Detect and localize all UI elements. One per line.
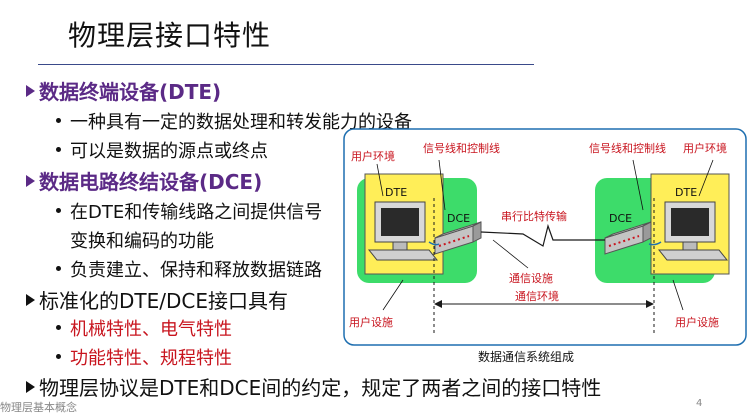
label-dte-right: DTE (675, 186, 698, 199)
item-standard-bullet-2: 功能特性、规程特性 (56, 344, 232, 370)
label-signal-right: 信号线和控制线 (589, 142, 666, 155)
label-dte-left: DTE (385, 186, 408, 199)
label-serial-transmission: 串行比特传输 (501, 210, 567, 223)
item-dte-heading: 数据终端设备(DTE) (26, 76, 221, 105)
item-dce-heading: 数据电路终结设备(DCE) (26, 166, 262, 195)
label-user-facility-right: 用户设施 (675, 316, 719, 329)
item-standard-heading: 标准化的DTE/DCE接口具有 (26, 285, 288, 314)
bullet-text: 在DTE和传输线路之间提供信号 (70, 202, 323, 223)
bullet-text: 变换和编码的功能 (70, 231, 214, 252)
diagram-graphic (343, 128, 747, 346)
label-user-env-left: 用户环境 (351, 150, 395, 163)
arrow-bullet-icon (26, 381, 35, 393)
arrow-bullet-icon (26, 85, 35, 97)
item-dte-bullet-2: 可以是数据的源点或终点 (56, 137, 268, 163)
page-number: 4 (696, 398, 703, 409)
title-underline (38, 64, 534, 65)
heading-text: 标准化的DTE/DCE接口具有 (39, 289, 288, 313)
diagram-caption: 数据通信系统组成 (478, 350, 575, 364)
heading-text: 数据终端设备(DTE) (39, 80, 222, 104)
slide-title: 物理层接口特性 (68, 19, 272, 52)
arrow-bullet-icon (26, 175, 35, 187)
bullet-text: 可以是数据的源点或终点 (70, 141, 268, 162)
label-dce-left: DCE (447, 212, 471, 225)
bullet-text: 功能特性、规程特性 (70, 348, 232, 369)
item-dte-bullet-1: 一种具有一定的数据处理和转发能力的设备 (56, 108, 412, 134)
dot-bullet-icon (56, 208, 61, 213)
left-computer-icon (367, 201, 439, 261)
footer-section-title: 物理层基本概念 (0, 401, 77, 414)
transmission-line (480, 223, 605, 247)
label-user-env-right: 用户环境 (683, 142, 727, 155)
item-dce-bullet-1: 在DTE和传输线路之间提供信号 (56, 198, 322, 224)
label-user-facility-left: 用户设施 (349, 316, 393, 329)
data-communication-diagram: 用户环境 信号线和控制线 信号线和控制线 用户环境 DTE DTE DCE DC… (343, 128, 747, 366)
bullet-text: 机械特性、电气特性 (70, 319, 232, 340)
item-dce-bullet-2: 负责建立、保持和释放数据链路 (56, 256, 322, 282)
dot-bullet-icon (56, 325, 61, 330)
dot-bullet-icon (56, 354, 61, 359)
heading-text: 数据电路终结设备(DCE) (39, 170, 263, 194)
item-dce-bullet-1-cont: 变换和编码的功能 (70, 227, 214, 253)
label-comm-facility: 通信设施 (509, 272, 553, 285)
bullet-text: 一种具有一定的数据处理和转发能力的设备 (70, 112, 412, 133)
dot-bullet-icon (56, 266, 61, 271)
dot-bullet-icon (56, 147, 61, 152)
label-comm-env: 通信环境 (515, 290, 559, 303)
dot-bullet-icon (56, 118, 61, 123)
right-computer-icon (657, 201, 729, 261)
heading-text: 物理层协议是DTE和DCE间的约定，规定了两者之间的接口特性 (39, 376, 602, 400)
item-standard-bullet-1: 机械特性、电气特性 (56, 315, 232, 341)
label-signal-left: 信号线和控制线 (423, 142, 500, 155)
label-dce-right: DCE (609, 212, 633, 225)
item-protocol-heading: 物理层协议是DTE和DCE间的约定，规定了两者之间的接口特性 (26, 372, 601, 401)
bullet-text: 负责建立、保持和释放数据链路 (70, 260, 322, 281)
arrow-bullet-icon (26, 294, 35, 306)
